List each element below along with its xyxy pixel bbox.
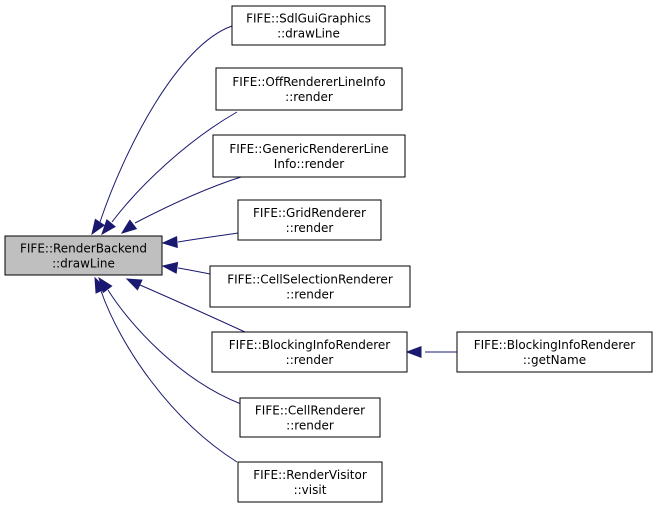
edge-line bbox=[99, 25, 233, 223]
node-label: FIFE::GenericRendererLine bbox=[229, 142, 388, 156]
node-box bbox=[456, 331, 653, 373]
edge-line bbox=[177, 232, 239, 243]
arrowhead-icon bbox=[120, 219, 138, 234]
node-label: ::visit bbox=[294, 483, 327, 497]
edge-line bbox=[139, 284, 246, 333]
call-edge-blocking_info_renderer_render bbox=[125, 278, 246, 333]
node-box bbox=[209, 265, 411, 308]
node-box bbox=[212, 134, 406, 178]
call-edge-render_visitor_visit bbox=[94, 276, 238, 463]
node-off-renderer-line-info-render[interactable]: FIFE::OffRendererLineInfo::render bbox=[215, 67, 403, 111]
call-edge-cell_selection_renderer_render bbox=[161, 261, 211, 275]
node-grid-renderer-render[interactable]: FIFE::GridRenderer::render bbox=[237, 199, 382, 241]
call-edge-off_renderer_line_info_render bbox=[101, 111, 238, 236]
node-blocking-info-renderer-get-name[interactable]: FIFE::BlockingInfoRenderer::getName bbox=[456, 331, 653, 373]
call-edge-generic_renderer_line_info_render bbox=[120, 176, 242, 234]
edge-line bbox=[177, 267, 211, 275]
node-render-backend-draw-line[interactable]: FIFE::RenderBackend::drawLine bbox=[4, 235, 163, 276]
node-label: FIFE::RenderBackend bbox=[20, 242, 147, 256]
arrowhead-icon bbox=[101, 218, 116, 236]
call-edge-grid_renderer_render bbox=[161, 232, 239, 249]
node-label: FIFE::SdlGuiGraphics bbox=[246, 12, 371, 26]
node-box bbox=[239, 397, 381, 438]
node-label: FIFE::BlockingInfoRenderer bbox=[229, 338, 391, 352]
node-label: ::drawLine bbox=[52, 257, 115, 271]
node-label: FIFE::CellRenderer bbox=[255, 404, 365, 418]
node-cell-selection-renderer-render[interactable]: FIFE::CellSelectionRenderer::render bbox=[209, 265, 411, 308]
arrowhead-icon bbox=[91, 218, 106, 236]
arrowhead-icon bbox=[94, 276, 107, 294]
node-label: FIFE::GridRenderer bbox=[253, 206, 366, 220]
edge-line bbox=[100, 290, 238, 463]
node-label: FIFE::OffRendererLineInfo bbox=[232, 75, 385, 89]
node-box bbox=[237, 199, 382, 241]
arrowhead-icon bbox=[161, 261, 179, 274]
node-label: ::render bbox=[286, 353, 334, 367]
node-render-visitor-visit[interactable]: FIFE::RenderVisitor::visit bbox=[237, 461, 383, 503]
arrowhead-icon bbox=[161, 236, 178, 249]
edge-line bbox=[111, 111, 238, 223]
call-edge-sdl_gui_graphics_draw_line bbox=[91, 25, 233, 236]
node-box bbox=[215, 67, 403, 111]
node-label: ::getName bbox=[523, 353, 586, 367]
node-label: ::drawLine bbox=[277, 27, 340, 41]
node-label: FIFE::BlockingInfoRenderer bbox=[474, 338, 636, 352]
graph-edges bbox=[91, 25, 458, 463]
node-cell-renderer-render[interactable]: FIFE::CellRenderer::render bbox=[239, 397, 381, 438]
edge-line bbox=[134, 176, 242, 224]
node-label: ::render bbox=[286, 419, 334, 433]
node-box bbox=[4, 235, 163, 276]
call-edge-blocking_info_renderer_get_name bbox=[405, 345, 458, 359]
node-label: ::render bbox=[286, 221, 334, 235]
node-label: ::render bbox=[285, 90, 333, 104]
arrowhead-icon bbox=[125, 278, 143, 291]
arrowhead-icon bbox=[405, 345, 422, 359]
node-label: FIFE::RenderVisitor bbox=[253, 468, 367, 482]
node-box bbox=[231, 5, 386, 46]
node-box bbox=[237, 461, 383, 503]
node-label: FIFE::CellSelectionRenderer bbox=[227, 273, 393, 287]
node-label: Info::render bbox=[274, 157, 344, 171]
graph-nodes: FIFE::RenderBackend::drawLineFIFE::SdlGu… bbox=[4, 5, 653, 503]
edge-line bbox=[107, 289, 242, 405]
node-label: ::render bbox=[286, 288, 334, 302]
node-box bbox=[211, 331, 408, 373]
node-blocking-info-renderer-render[interactable]: FIFE::BlockingInfoRenderer::render bbox=[211, 331, 408, 373]
node-sdl-gui-graphics-draw-line[interactable]: FIFE::SdlGuiGraphics::drawLine bbox=[231, 5, 386, 46]
